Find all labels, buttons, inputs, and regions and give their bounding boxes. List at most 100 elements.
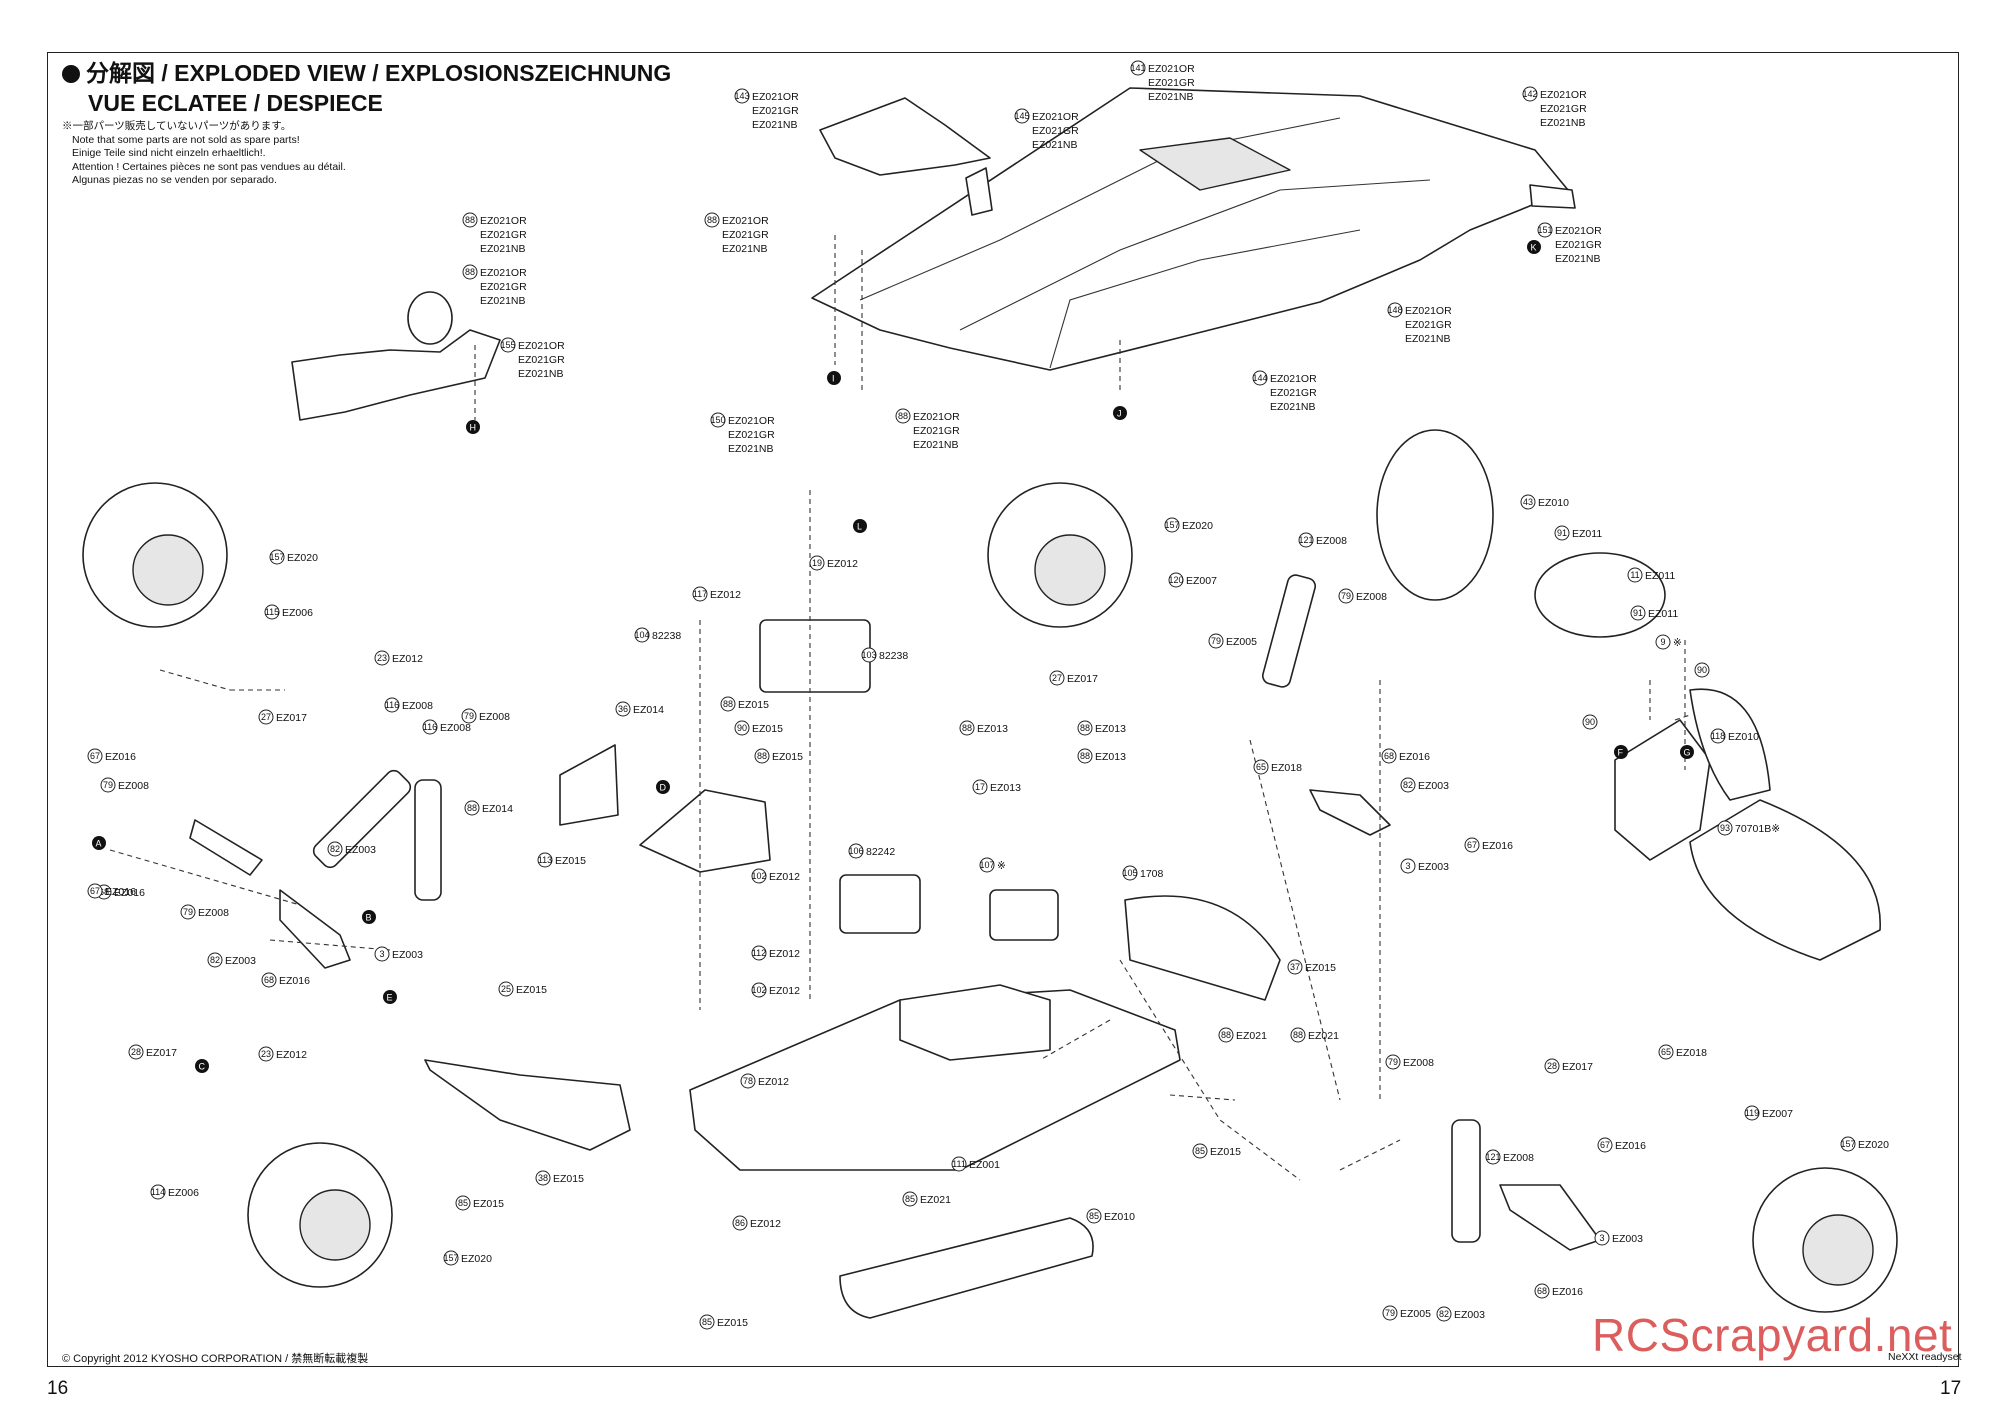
callout-circle [384,697,400,713]
body-shell [811,87,1569,371]
svg-text:A: A [96,839,102,849]
callout-number: 115 [265,607,279,617]
callout-circle [258,709,274,725]
callout-circle [734,88,750,104]
callout-code: EZ001 [969,1159,1000,1171]
callout-number: 85 [1195,1146,1205,1156]
callout-code: EZ008 [402,700,433,712]
callout-number: 79 [183,907,193,917]
callout-circle [1077,748,1093,764]
callout-circle [634,627,650,643]
callout-circle [1077,720,1093,736]
callout-circle [87,748,103,764]
callout-code: EZ014 [482,803,513,815]
callout-number: 86 [735,1218,745,1228]
assembly-marker-g: G [1680,745,1694,759]
callout-code: EZ013 [977,723,1008,735]
callout-circle [1400,777,1416,793]
callout-code: EZ021NB [1540,117,1586,129]
callout-circle [1544,1058,1560,1074]
callout-number: 68 [99,887,109,897]
part-callout: 67 EZ016 [1597,1137,1646,1153]
callout-code: EZ018 [1271,762,1302,774]
callout-number: 114 [151,1187,165,1197]
callout-code: EZ021GR [518,354,565,366]
callout-circle [1554,525,1570,541]
callout-code: EZ021OR [722,215,769,227]
callout-number: 67 [1600,1140,1610,1150]
wheel-front-lower [247,1142,393,1288]
callout-circle [1537,222,1553,238]
receiver-box [899,984,1051,1061]
callout-code: EZ015 [717,1317,748,1329]
callout-code: EZ003 [1612,1233,1643,1245]
callout-number: 19 [812,558,822,568]
callout-number: 88 [1080,723,1090,733]
body-intake [1139,137,1291,191]
svg-text:L: L [857,522,862,532]
callout-code: EZ016 [105,751,136,763]
esc [839,874,921,934]
svg-text:C: C [199,1062,206,1072]
callout-code: EZ016 [1615,1140,1646,1152]
callout-code: EZ003 [345,844,376,856]
part-callout: 3 EZ003 [1594,1230,1643,1246]
callout-code: EZ010 [1728,731,1759,743]
callout-circle [269,549,285,565]
callout-number: 79 [103,780,113,790]
arm-rear-lower [1499,1184,1601,1251]
callout-number: 121 [1485,1152,1500,1162]
callout-circle [1744,1105,1760,1121]
spare-parts-notes: ※一部パーツ販売していないパーツがあります。 Note that some pa… [62,120,346,188]
callout-code: EZ021OR [913,411,960,423]
callout-circle [1582,714,1598,730]
battery-pack [839,1217,1094,1319]
callout-circle [1594,1230,1610,1246]
callout-number: 105 [1122,868,1137,878]
callout-number: 68 [1384,751,1394,761]
callout-circle [720,696,736,712]
callout-number: 3 [1599,1233,1604,1243]
callout-number: 155 [500,340,515,350]
callout-code: EZ015 [555,855,586,867]
wheel-front-left [82,482,228,628]
callout-code: EZ012 [276,1049,307,1061]
callout-code: ※ [1673,637,1682,649]
callout-circle [464,800,480,816]
callout-code: EZ021GR [1405,319,1452,331]
callout-code: EZ012 [769,948,800,960]
svg-text:B: B [366,913,372,923]
wheel-rear-left [987,482,1133,628]
callout-number: 116 [385,700,399,710]
callout-circle [150,1184,166,1200]
callout-circle [732,1215,748,1231]
callout-number: 82 [210,955,220,965]
callout-number: 23 [261,1049,271,1059]
callout-code: EZ011 [1572,528,1602,540]
callout-code: EZ007 [1762,1108,1793,1120]
callout-number: 88 [465,215,475,225]
callout-circle [1464,837,1480,853]
callout-circle [972,779,988,795]
rear-wing [819,97,991,176]
callout-circle [1014,108,1030,124]
front-bulkhead [639,789,771,873]
callout-number: 79 [1341,591,1351,601]
